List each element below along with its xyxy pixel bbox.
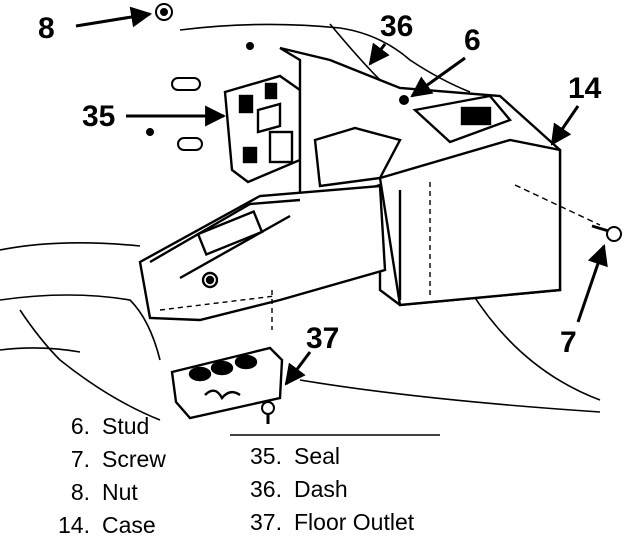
callout-seal: 35 [82,100,115,133]
leader-case [550,105,580,146]
legend-item: 37.Floor Outlet [250,509,415,535]
dash-panel-outline [0,23,601,436]
fasteners [146,3,622,424]
legend-item: 8.Nut [70,479,138,505]
callout-screw: 7 [560,326,577,359]
leader-stud [410,56,466,98]
callout-dash: 36 [380,10,413,43]
dash-slots [171,77,203,151]
callout-floor-outlet: 37 [306,322,339,355]
legend-right: 35.Seal 36.Dash 37.Floor Outlet [232,440,414,539]
legend-left: 6.Stud 7.Screw 8.Nut 14.Case [40,410,166,542]
leader-screw [576,244,608,323]
callout-nut: 8 [38,12,55,45]
leader-dash [368,42,390,66]
callout-case: 14 [568,72,602,105]
seal-part [223,74,302,184]
callout-stud: 6 [464,24,481,57]
leader-nut [75,6,153,28]
heater-case [138,46,601,330]
legend-item: 14.Case [58,512,156,538]
floor-outlet-part [170,346,284,420]
leader-floor-outlet [284,351,312,386]
leader-lines [75,6,608,386]
legend-item: 35.Seal [250,443,341,469]
legend-item: 36.Dash [250,476,348,502]
legend-item: 7.Screw [70,446,166,472]
legend-item: 6.Stud [70,413,150,439]
